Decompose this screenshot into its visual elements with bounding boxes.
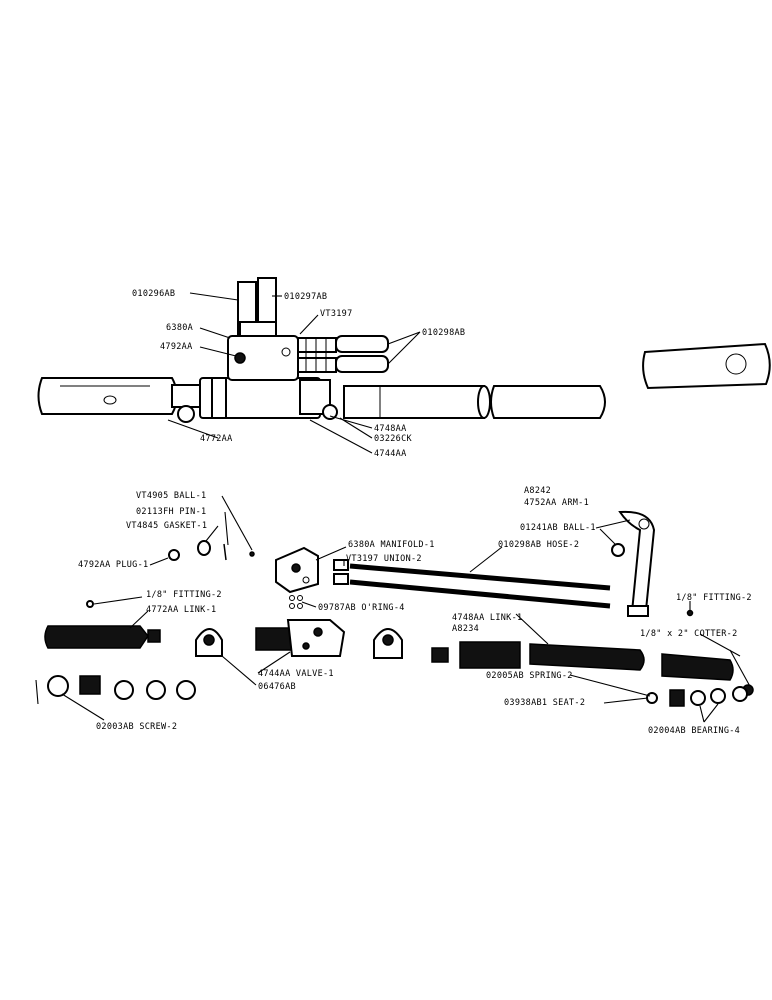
clamp-06476ab-drawing xyxy=(195,628,223,657)
ball-vt4905-drawing xyxy=(249,551,255,557)
ball-01241ab-drawing xyxy=(611,543,625,557)
valve-4744aa-drawing xyxy=(255,619,346,657)
exploded-parts xyxy=(35,510,754,707)
label-a8242: A8242 xyxy=(524,486,551,496)
label-4772aa: 4772AA xyxy=(200,434,233,444)
manifold-6380a-assembled xyxy=(227,335,299,381)
label-010296ab: 010296AB xyxy=(132,289,175,299)
label-06476ab: 06476AB xyxy=(258,682,296,692)
label-fitting-right: 1/8" FITTING-2 xyxy=(676,593,752,603)
top-leaders xyxy=(167,292,421,454)
label-03938ab1-seat: 03938AB1 SEAT-2 xyxy=(504,698,585,708)
fitting-left-drawing xyxy=(86,600,94,608)
label-vt4845-gasket: VT4845 GASKET-1 xyxy=(126,521,207,531)
label-vt4905-ball: VT4905 BALL-1 xyxy=(136,491,206,501)
exploded-labels: VT4905 BALL-1 02113FH PIN-1 VT4845 GASKE… xyxy=(78,486,752,736)
unions-and-hoses-right xyxy=(297,335,389,373)
link-4748aa-drawing xyxy=(431,641,754,696)
cotter-drawing xyxy=(729,649,753,691)
label-6380a: 6380A xyxy=(166,323,193,333)
label-010298ab: 010298AB xyxy=(422,328,465,338)
label-a8234: A8234 xyxy=(452,624,479,634)
top-labels: 010296AB 010297AB VT3197 6380A 010298AB … xyxy=(132,289,465,459)
label-09787ab-oring: 09787AB O'RING-4 xyxy=(318,603,405,613)
gasket-vt4845-drawing xyxy=(197,540,211,556)
manifold-6380a-drawing xyxy=(275,546,319,594)
top-assembly xyxy=(37,277,771,423)
pin-02113fh-drawing xyxy=(223,543,227,561)
link-end-far-right xyxy=(642,342,771,390)
seats-springs-bearings-right xyxy=(646,686,748,707)
label-02005ab-spring: 02005AB SPRING-2 xyxy=(486,671,573,681)
label-4792aa-plug: 4792AA PLUG-1 xyxy=(78,560,148,570)
screws-springs-seats-left xyxy=(35,675,196,705)
link-4748aa-assembled xyxy=(343,385,606,419)
hoses-010298ab-drawing xyxy=(349,563,611,609)
label-vt3197: VT3197 xyxy=(320,309,353,319)
label-4748aa: 4748AA xyxy=(374,424,407,434)
label-02004ab-bearing: 02004AB BEARING-4 xyxy=(648,726,740,736)
hose-stubs-vertical xyxy=(237,277,277,337)
label-6380a-manifold: 6380A MANIFOLD-1 xyxy=(348,540,435,550)
plug-4792aa-drawing xyxy=(168,549,180,561)
label-4744aa: 4744AA xyxy=(374,449,407,459)
label-fitting-left: 1/8" FITTING-2 xyxy=(146,590,222,600)
label-4792aa: 4792AA xyxy=(160,342,193,352)
label-4748aa-link: 4748AA LINK-1 xyxy=(452,613,522,623)
label-010298ab-hose: 010298AB HOSE-2 xyxy=(498,540,579,550)
union-vt3197-drawing-1 xyxy=(333,559,349,571)
orings-09787ab-drawing xyxy=(289,595,303,609)
label-vt3197-union: VT3197 UNION-2 xyxy=(346,554,422,564)
clamp-right-drawing xyxy=(373,628,403,659)
valve-4744aa-assembled xyxy=(199,377,338,420)
link-4772aa-drawing xyxy=(44,625,161,649)
label-4744aa-valve: 4744AA VALVE-1 xyxy=(258,669,334,679)
arm-4752aa-drawing xyxy=(618,510,656,617)
label-02113fh-pin: 02113FH PIN-1 xyxy=(136,507,206,517)
label-4772aa-link: 4772AA LINK-1 xyxy=(146,605,216,615)
link-4772aa-assembled xyxy=(37,377,203,423)
label-4752aa-arm: 4752AA ARM-1 xyxy=(524,498,589,508)
fitting-right-drawing xyxy=(686,609,694,617)
label-010297ab: 010297AB xyxy=(284,292,327,302)
label-cotter: 1/8" x 2" COTTER-2 xyxy=(640,629,738,639)
label-01241ab-ball: 01241AB BALL-1 xyxy=(520,523,596,533)
label-02003ab-screw: 02003AB SCREW-2 xyxy=(96,722,177,732)
union-vt3197-drawing-2 xyxy=(333,573,349,585)
exploded-leaders xyxy=(61,495,741,723)
label-03226ck: 03226CK xyxy=(374,434,413,444)
